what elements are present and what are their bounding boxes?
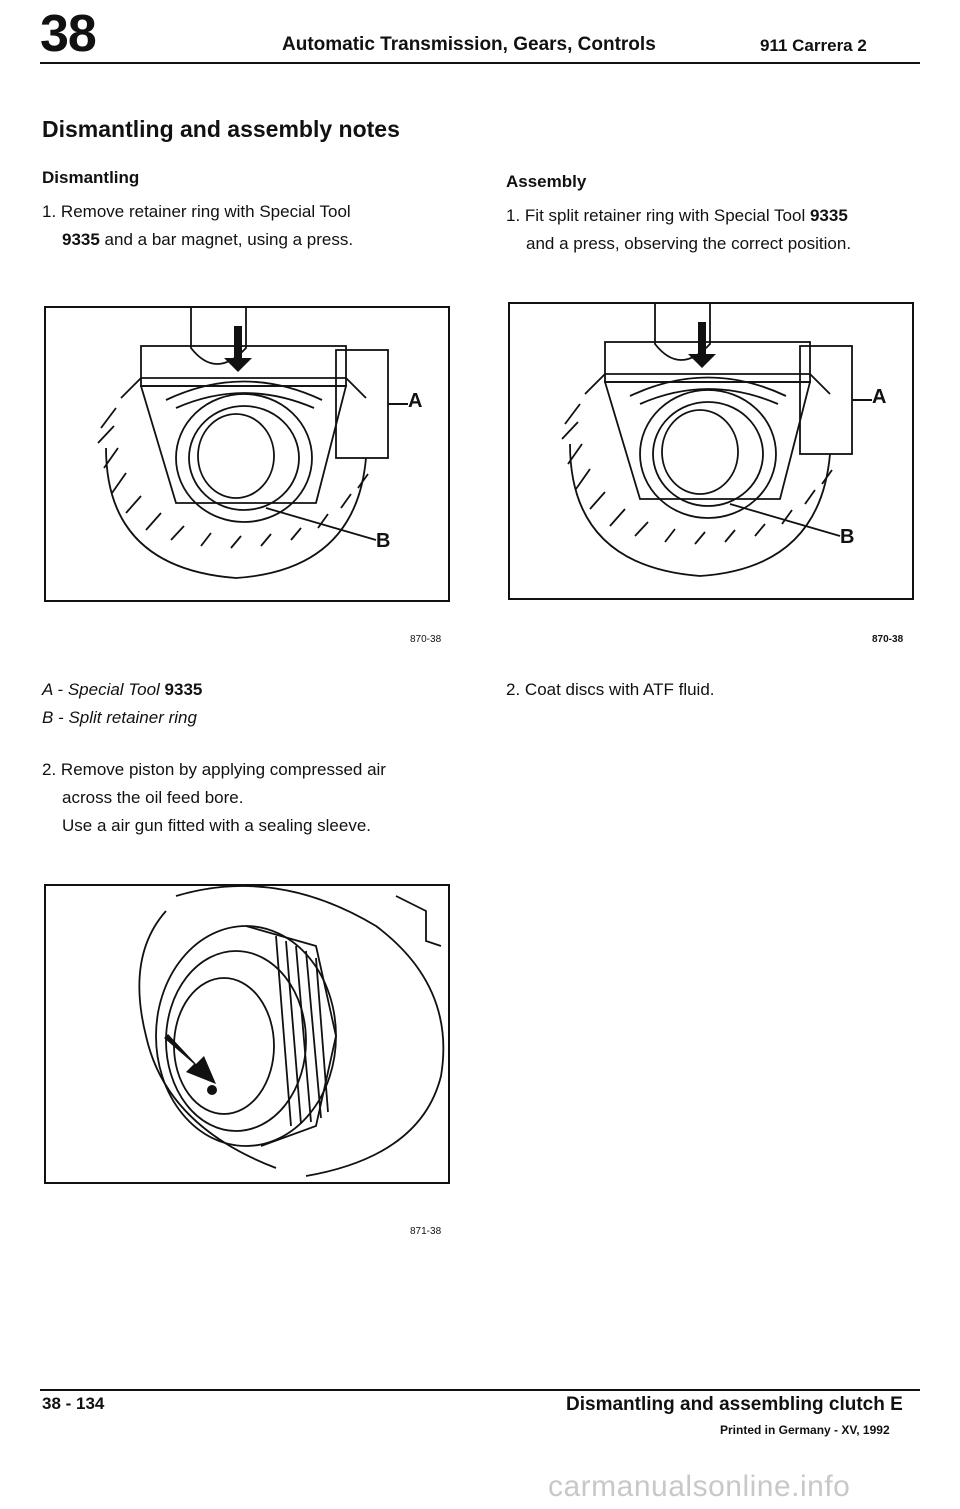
step-text: Remove piston by applying compressed air: [60, 760, 386, 779]
step-text: across the oil feed bore.: [62, 788, 244, 807]
footer-rule: [40, 1389, 920, 1391]
chapter-number: 38: [40, 5, 97, 63]
tool-number: 9335: [62, 230, 100, 249]
step-text: Use a air gun fitted with a sealing slee…: [62, 816, 372, 835]
page-number: 38 - 134: [42, 1394, 105, 1413]
retainer-tool-illustration: [97, 308, 408, 579]
step-number: 2.: [42, 760, 57, 779]
assembly-heading: Assembly: [506, 172, 587, 191]
header-model: 911 Carrera 2: [760, 36, 867, 55]
step-text: and a bar magnet, using a press.: [99, 230, 354, 249]
footer-section: Dismantling and assembling clutch E: [566, 1394, 903, 1415]
down-arrow-icon: [688, 322, 716, 368]
callout-a: A: [872, 386, 887, 408]
printed-note: Printed in Germany - XV, 1992: [720, 1423, 890, 1437]
dismantling-step-2: 2. Remove piston by applying compressed …: [42, 756, 462, 840]
down-arrow-icon: [224, 326, 252, 372]
header-rule: [40, 62, 920, 64]
step-text: Coat discs with ATF fluid.: [524, 680, 715, 699]
step-text: and a press, observing the correct posit…: [526, 234, 852, 253]
assembly-step-2: 2. Coat discs with ATF fluid.: [506, 676, 715, 704]
arrow-icon: [164, 1034, 216, 1084]
callout-b: B: [376, 530, 391, 552]
tool-number: 9335: [809, 206, 848, 225]
assembly-step-1: 1. Fit split retainer ring with Special …: [506, 202, 916, 258]
step-number: 1.: [42, 202, 57, 221]
figure-retainer-fitting: A B: [508, 302, 914, 600]
piston-illustration: [138, 886, 445, 1177]
header-title: Automatic Transmission, Gears, Controls: [282, 34, 656, 55]
step-text: Remove retainer ring with Special Tool: [60, 202, 351, 221]
retainer-tool-illustration: [561, 304, 872, 577]
legend-b: B - Split retainer ring: [42, 708, 197, 727]
watermark: carmanualsonline.info: [548, 1470, 851, 1503]
figure-retainer-removal: A B: [44, 306, 450, 602]
figure-piston-removal: [44, 884, 450, 1184]
legend-a-tool: 9335: [164, 680, 203, 699]
figure-code: 870-38: [410, 634, 442, 645]
dismantling-heading: Dismantling: [42, 168, 140, 187]
figure-code: 871-38: [410, 1226, 442, 1237]
step-text: Fit split retainer ring with Special Too…: [524, 206, 810, 225]
step-number: 1.: [506, 206, 521, 225]
dismantling-step-1: 1. Remove retainer ring with Special Too…: [42, 198, 442, 254]
callout-a: A: [408, 390, 423, 412]
legend-a-text: A - Special Tool: [42, 680, 165, 699]
section-title: Dismantling and assembly notes: [42, 116, 400, 142]
callout-b: B: [840, 526, 855, 548]
step-number: 2.: [506, 680, 521, 699]
legend-a: A - Special Tool 9335: [42, 676, 202, 704]
figure-code: 870-38: [872, 634, 904, 645]
